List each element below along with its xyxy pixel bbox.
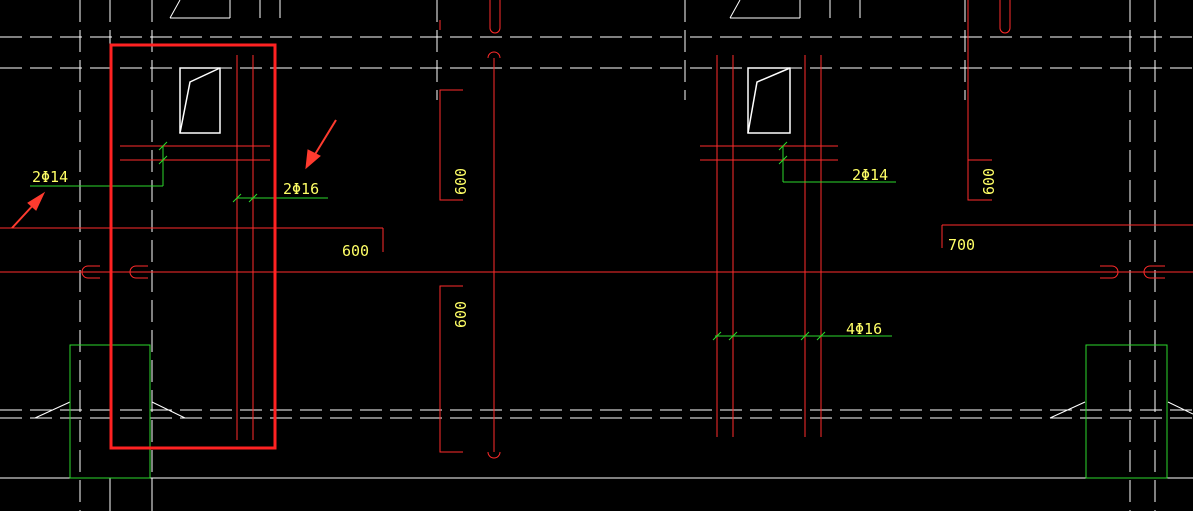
- dim-center-vertical-upper: 600: [452, 168, 470, 195]
- rebar-lines: [0, 0, 1193, 459]
- label-left-mid-rebar: 2Φ16: [283, 180, 319, 198]
- column-outlines: [69, 344, 1168, 479]
- dim-center-vertical-lower: 600: [452, 301, 470, 328]
- arrow-icon: [305, 119, 337, 170]
- leader-lines: [30, 141, 896, 341]
- label-left-top-rebar: 2Φ14: [32, 168, 68, 186]
- label-right-top-rebar: 2Φ14: [852, 166, 888, 184]
- dim-right-vertical: 600: [980, 168, 998, 195]
- arrow-icon: [11, 191, 46, 229]
- opening-symbols: [179, 67, 791, 134]
- dim-right-horizontal: 700: [948, 236, 975, 254]
- dim-left-horizontal: 600: [342, 242, 369, 260]
- highlight-box: [109, 43, 277, 450]
- label-right-bottom-rebar: 4Φ16: [846, 320, 882, 338]
